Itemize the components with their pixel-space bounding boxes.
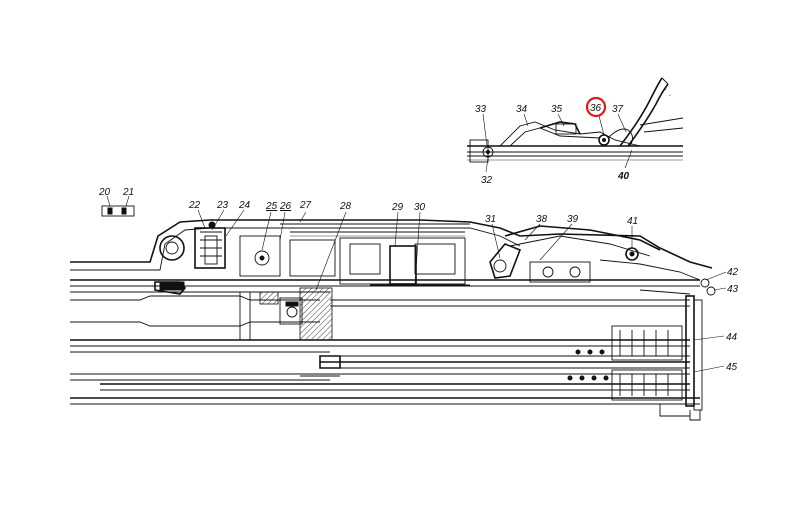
label-36: 36 bbox=[590, 103, 602, 114]
label-29: 29 bbox=[391, 202, 404, 213]
label-27: 27 bbox=[299, 200, 312, 211]
label-22: 22 bbox=[188, 200, 201, 211]
label-21: 21 bbox=[122, 187, 134, 198]
inset-detail-drawing bbox=[467, 77, 684, 173]
label-38: 38 bbox=[536, 214, 548, 225]
label-41: 41 bbox=[627, 216, 638, 227]
part-number-labels: 20 21 22 23 24 25 26 27 28 29 30 31 32 3… bbox=[98, 103, 739, 373]
label-39: 39 bbox=[567, 214, 579, 225]
label-42: 42 bbox=[727, 267, 739, 278]
label-35: 35 bbox=[551, 104, 563, 115]
spring-coils bbox=[611, 325, 683, 401]
label-24: 24 bbox=[238, 200, 251, 211]
label-37: 37 bbox=[612, 104, 624, 115]
detached-part-20-21 bbox=[101, 195, 135, 217]
label-44: 44 bbox=[726, 332, 738, 343]
label-32: 32 bbox=[481, 175, 493, 186]
label-45: 45 bbox=[726, 362, 738, 373]
label-25: 25 bbox=[265, 201, 278, 212]
label-31: 31 bbox=[485, 214, 496, 225]
highlight-ring bbox=[585, 96, 607, 118]
dot-rows bbox=[567, 349, 609, 381]
label-40: 40 bbox=[617, 171, 630, 182]
label-43: 43 bbox=[727, 284, 739, 295]
label-30: 30 bbox=[414, 202, 426, 213]
label-20: 20 bbox=[98, 187, 111, 198]
main-assembly-drawing bbox=[70, 209, 727, 421]
label-33: 33 bbox=[475, 104, 487, 115]
label-28: 28 bbox=[339, 201, 352, 212]
label-26: 26 bbox=[279, 201, 292, 212]
label-23: 23 bbox=[216, 200, 229, 211]
label-34: 34 bbox=[516, 104, 528, 115]
